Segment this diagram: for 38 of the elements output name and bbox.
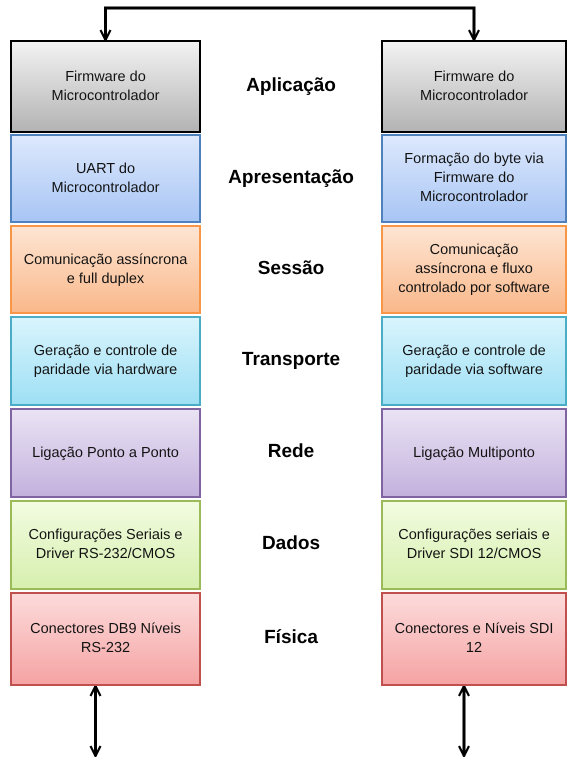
layer-description: Ligação Multiponto	[413, 444, 535, 462]
layer-box	[10, 134, 201, 223]
layer-box	[10, 500, 201, 590]
layer-box	[381, 500, 567, 590]
layer-description: Comunicação assíncrona e fluxo controlado por software	[397, 241, 551, 298]
arrow	[99, 6, 480, 42]
layer-name: Física	[264, 627, 318, 649]
layer-box	[381, 316, 567, 406]
layer-description: Geração e controle de paridade via hardware	[32, 342, 178, 380]
layer-box	[10, 592, 201, 686]
layer-box	[381, 40, 567, 133]
layer-name: Sessão	[258, 258, 324, 280]
layer-box	[381, 592, 567, 686]
layer-box	[10, 40, 201, 133]
layer-description: Configurações Seriais e Driver RS-232/CMOS	[28, 526, 184, 564]
layer-name: Transporte	[242, 349, 340, 371]
layer-description: Comunicação assíncrona e full duplex	[22, 250, 188, 288]
layer-description: Configurações seriais e Driver SDI 12/CMOS	[397, 526, 551, 564]
layer-box	[381, 225, 567, 314]
layer-description: Firmware do Microcontrolador	[419, 68, 529, 106]
layer-box	[10, 408, 201, 498]
layer-name: Dados	[262, 533, 320, 555]
layer-description: Conectores e Níveis SDI 12	[394, 620, 554, 658]
arrow	[458, 684, 470, 758]
layer-description: Conectores DB9 Níveis RS-232	[29, 620, 182, 658]
layer-box	[381, 134, 567, 223]
layer-box	[10, 316, 201, 406]
layer-name: Apresentação	[228, 166, 354, 188]
arrow	[89, 684, 102, 758]
layer-description: UART do Microcontrolador	[50, 160, 160, 198]
layer-box	[381, 408, 567, 498]
layer-name: Rede	[268, 441, 314, 463]
layer-description: Firmware do Microcontrolador	[50, 68, 160, 106]
layer-description: Formação do byte via Firmware do Microcontrolador	[403, 150, 545, 207]
layer-description: Ligação Ponto a Ponto	[32, 444, 179, 462]
layer-name: Aplicação	[246, 74, 336, 96]
layer-box	[10, 225, 201, 314]
layer-description: Geração e controle de paridade via software	[401, 342, 547, 380]
